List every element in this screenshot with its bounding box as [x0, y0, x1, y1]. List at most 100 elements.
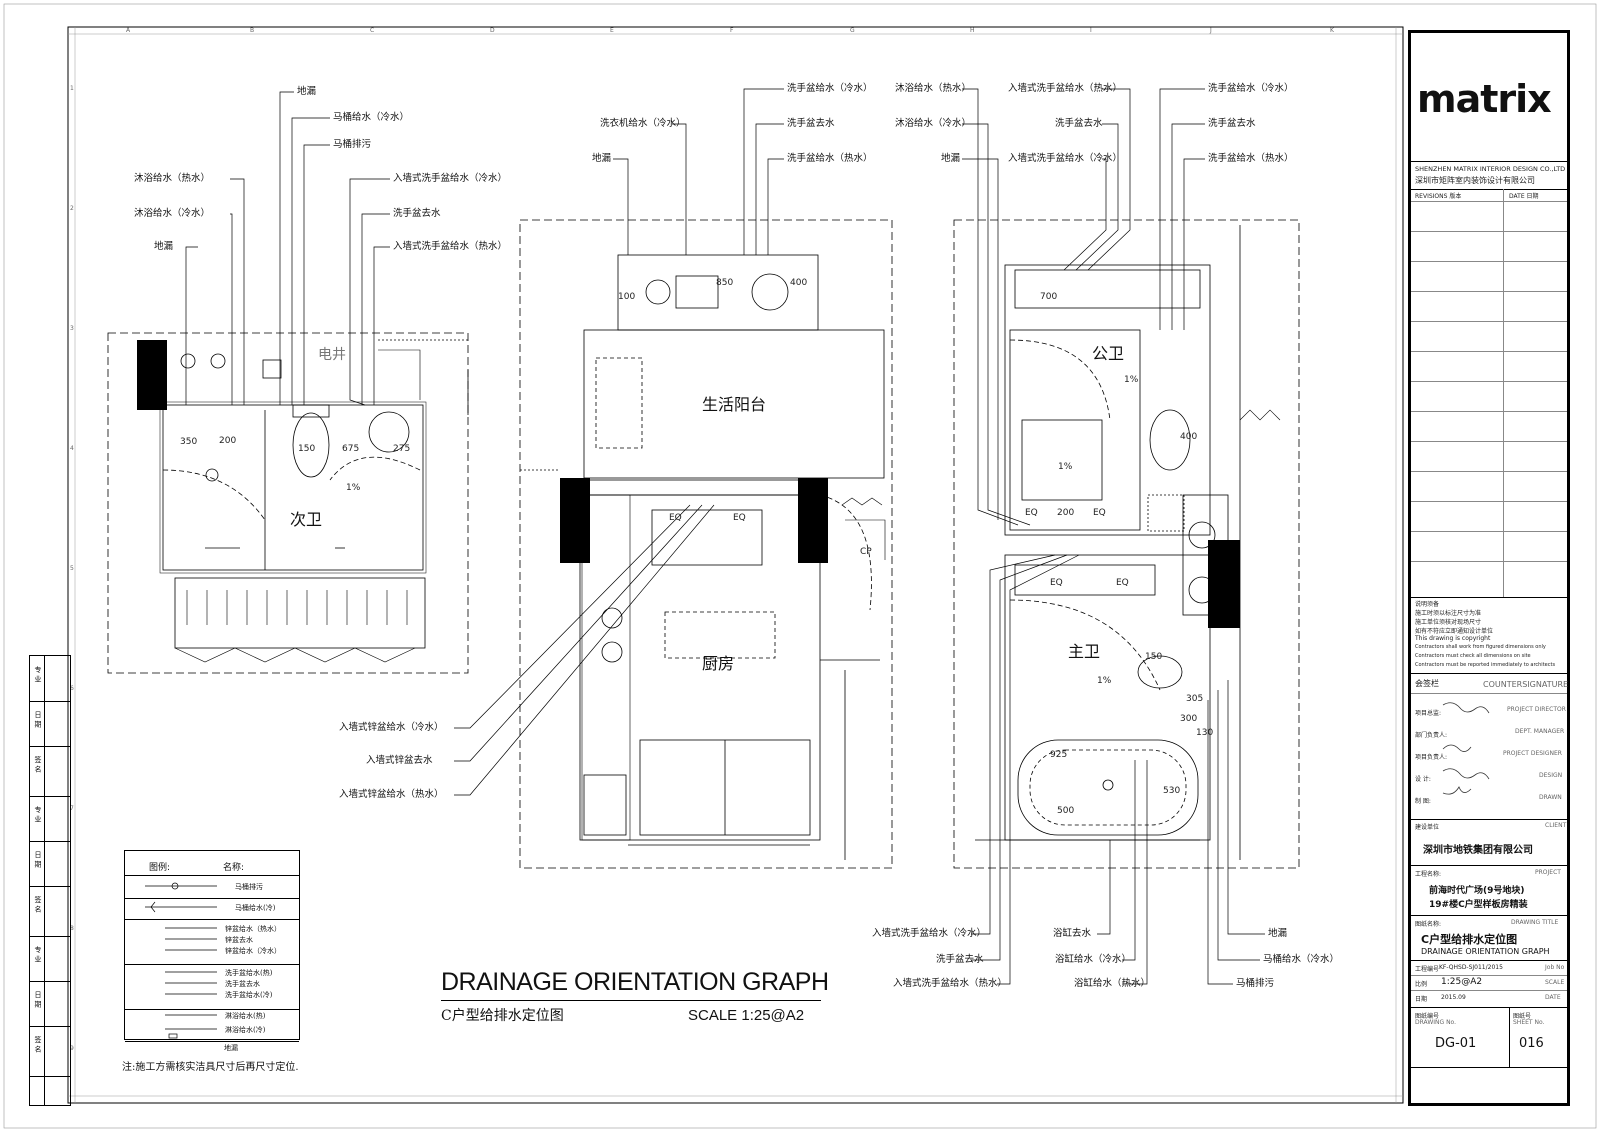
grid-row-label: 4 — [70, 445, 74, 452]
label-basin-drain: 洗手盆去水 — [787, 118, 835, 129]
date-value: 2015.09 — [1441, 994, 1466, 1001]
role-en: PROJECT DIRECTOR — [1507, 706, 1566, 713]
column-kitchen-left — [560, 478, 590, 563]
label-toilet-drain: 马桶排污 — [1236, 978, 1275, 989]
dimension: 200 — [219, 436, 237, 446]
second-bath-plan — [107, 332, 470, 674]
revisions-header: REVISIONS 版本 — [1415, 193, 1462, 200]
sheet-border — [67, 26, 1404, 1104]
note-line: 说明须备 — [1415, 601, 1440, 608]
dimension: 530 — [1163, 786, 1181, 796]
client-label-en: CLIENT — [1545, 822, 1567, 829]
bathrooms-right-plan — [953, 219, 1300, 869]
legend-item: 马桶给水(冷) — [235, 904, 276, 912]
role-cn: 项目总监: — [1415, 710, 1442, 717]
job-number: KF-QHSD-SJ011/2015 — [1439, 964, 1503, 971]
slope-label: 1% — [1058, 462, 1073, 472]
note-line: 施工时须以标注尺寸为准 — [1415, 610, 1482, 617]
grid-col-label: I — [1090, 27, 1092, 34]
dimension: 850 — [716, 278, 734, 288]
drawing-title-value-cn: C户型给排水定位图 — [1421, 933, 1518, 946]
role-cn: 制 图: — [1415, 798, 1431, 805]
label-washer-cold: 洗衣机给水（冷水） — [600, 118, 686, 129]
scale-value: 1:25@A2 — [1441, 977, 1483, 987]
grid-row-label: 2 — [70, 205, 74, 212]
label-tub-hot: 浴缸给水（热水） — [1074, 978, 1151, 989]
dimension: 100 — [618, 292, 636, 302]
sidebar-cell: 签 名 — [34, 1036, 42, 1053]
label-floor-drain: 地漏 — [154, 241, 174, 252]
sidebar-cell: 日 期 — [34, 711, 42, 728]
label-floor-drain: 地漏 — [592, 153, 612, 164]
sidebar-cell: 专 业 — [34, 946, 42, 963]
slope-label: 1% — [1124, 375, 1139, 385]
legend-item: 淋浴给水(冷) — [225, 1026, 266, 1034]
sidebar-cell: 签 名 — [34, 896, 42, 913]
dimension: 400 — [790, 278, 808, 288]
sheet-number: 016 — [1519, 1036, 1544, 1051]
label-floor-drain: 地漏 — [941, 153, 961, 164]
kitchen-balcony-plan — [519, 219, 893, 869]
legend-item: 锌盆给水（热水） — [225, 925, 281, 933]
role-en: DESIGN — [1539, 772, 1563, 779]
legend-head-name: 名称: — [223, 863, 245, 873]
dimension-eq: EQ — [733, 513, 746, 523]
column-kitchen-right — [798, 478, 828, 563]
label-shower-hot: 沐浴给水（热水） — [895, 83, 972, 94]
countersignature-en: COUNTERSIGNATURE — [1483, 680, 1569, 689]
grid-col-label: C — [370, 27, 375, 34]
role-cn: 项目负责人: — [1415, 754, 1448, 761]
dimension: 305 — [1186, 694, 1204, 704]
grid-row-label: 7 — [70, 805, 74, 812]
dimension: 675 — [342, 444, 360, 454]
grid-row-label: 5 — [70, 565, 74, 572]
label-tub-cold: 浴缸给水（冷水） — [1055, 954, 1132, 965]
label-tub-drain: 浴缸去水 — [1053, 928, 1092, 939]
signatures — [1442, 702, 1490, 795]
legend-item: 锌盆去水 — [225, 936, 253, 944]
countersignature-cn: 会签栏 — [1415, 679, 1439, 688]
drawing-scale: SCALE 1:25@A2 — [688, 1007, 805, 1024]
date-header: DATE 日期 — [1509, 193, 1539, 200]
grid-col-label: G — [850, 27, 855, 34]
legend-item: 洗手盆去水 — [225, 980, 260, 988]
grid-col-label: K — [1330, 27, 1334, 34]
job-label-cn: 工程编号 — [1415, 966, 1440, 973]
dimension-cp: CP — [860, 547, 872, 557]
column-second-bath — [137, 340, 167, 410]
label-shower-hot: 沐浴给水（热水） — [134, 173, 211, 184]
room-label-public-bath: 公卫 — [1092, 344, 1125, 363]
note-line: Contractors must be reported immediately… — [1415, 662, 1556, 668]
drawing-no-label-cn: 图纸编号 — [1415, 1013, 1440, 1020]
dimension: 300 — [1180, 714, 1198, 724]
sheet-no-label-en: SHEET No. — [1513, 1019, 1545, 1026]
label-basin-hot: 入墙式洗手盆给水（热水） — [393, 241, 508, 252]
legend-table: 图例: 名称: 马桶排污 马桶给水(冷) 锌盆给水（热水） 锌盆去水 锌盆给水（… — [124, 850, 300, 1042]
dimension-eq: EQ — [669, 513, 682, 523]
label-basin-cold: 洗手盆给水（冷水） — [1208, 83, 1294, 94]
room-label-stair: 电井 — [318, 347, 346, 363]
label-basin-hot: 洗手盆给水（热水） — [787, 153, 873, 164]
scale-label-cn: 比例 — [1415, 981, 1428, 988]
grid-col-label: H — [970, 27, 975, 34]
paper-edge — [3, 3, 1597, 1129]
drawing-title-cn: C户型给排水定位图 — [441, 1008, 564, 1024]
legend-item: 锌盆给水（冷水） — [225, 947, 281, 955]
drawing-title-label-en: DRAWING TITLE — [1511, 919, 1559, 926]
legend-symbols — [145, 882, 217, 1039]
legend-item: 地漏 — [224, 1044, 238, 1052]
label-shower-cold: 沐浴给水（冷水） — [895, 118, 972, 129]
drawing-number: DG-01 — [1435, 1036, 1477, 1051]
dimension: 150 — [298, 444, 316, 454]
label-sink-hot: 入墙式锌盆给水（热水） — [339, 789, 444, 800]
second-bath-sink-ticks — [186, 590, 408, 625]
drawing-title-label-cn: 图纸名称: — [1415, 921, 1442, 928]
label-basin-drain: 洗手盆去水 — [936, 954, 984, 965]
note-line: Contractors shall work from figured dime… — [1415, 644, 1546, 650]
grid-frame-ticks — [68, 27, 1403, 1103]
scale-label-en: SCALE — [1545, 979, 1565, 986]
slope-label: 1% — [346, 483, 361, 493]
label-basin-cold: 入墙式洗手盆给水（冷水） — [393, 173, 508, 184]
grid-row-label: 6 — [70, 685, 74, 692]
note-line: 施工单位须核对现场尺寸 — [1415, 619, 1482, 626]
